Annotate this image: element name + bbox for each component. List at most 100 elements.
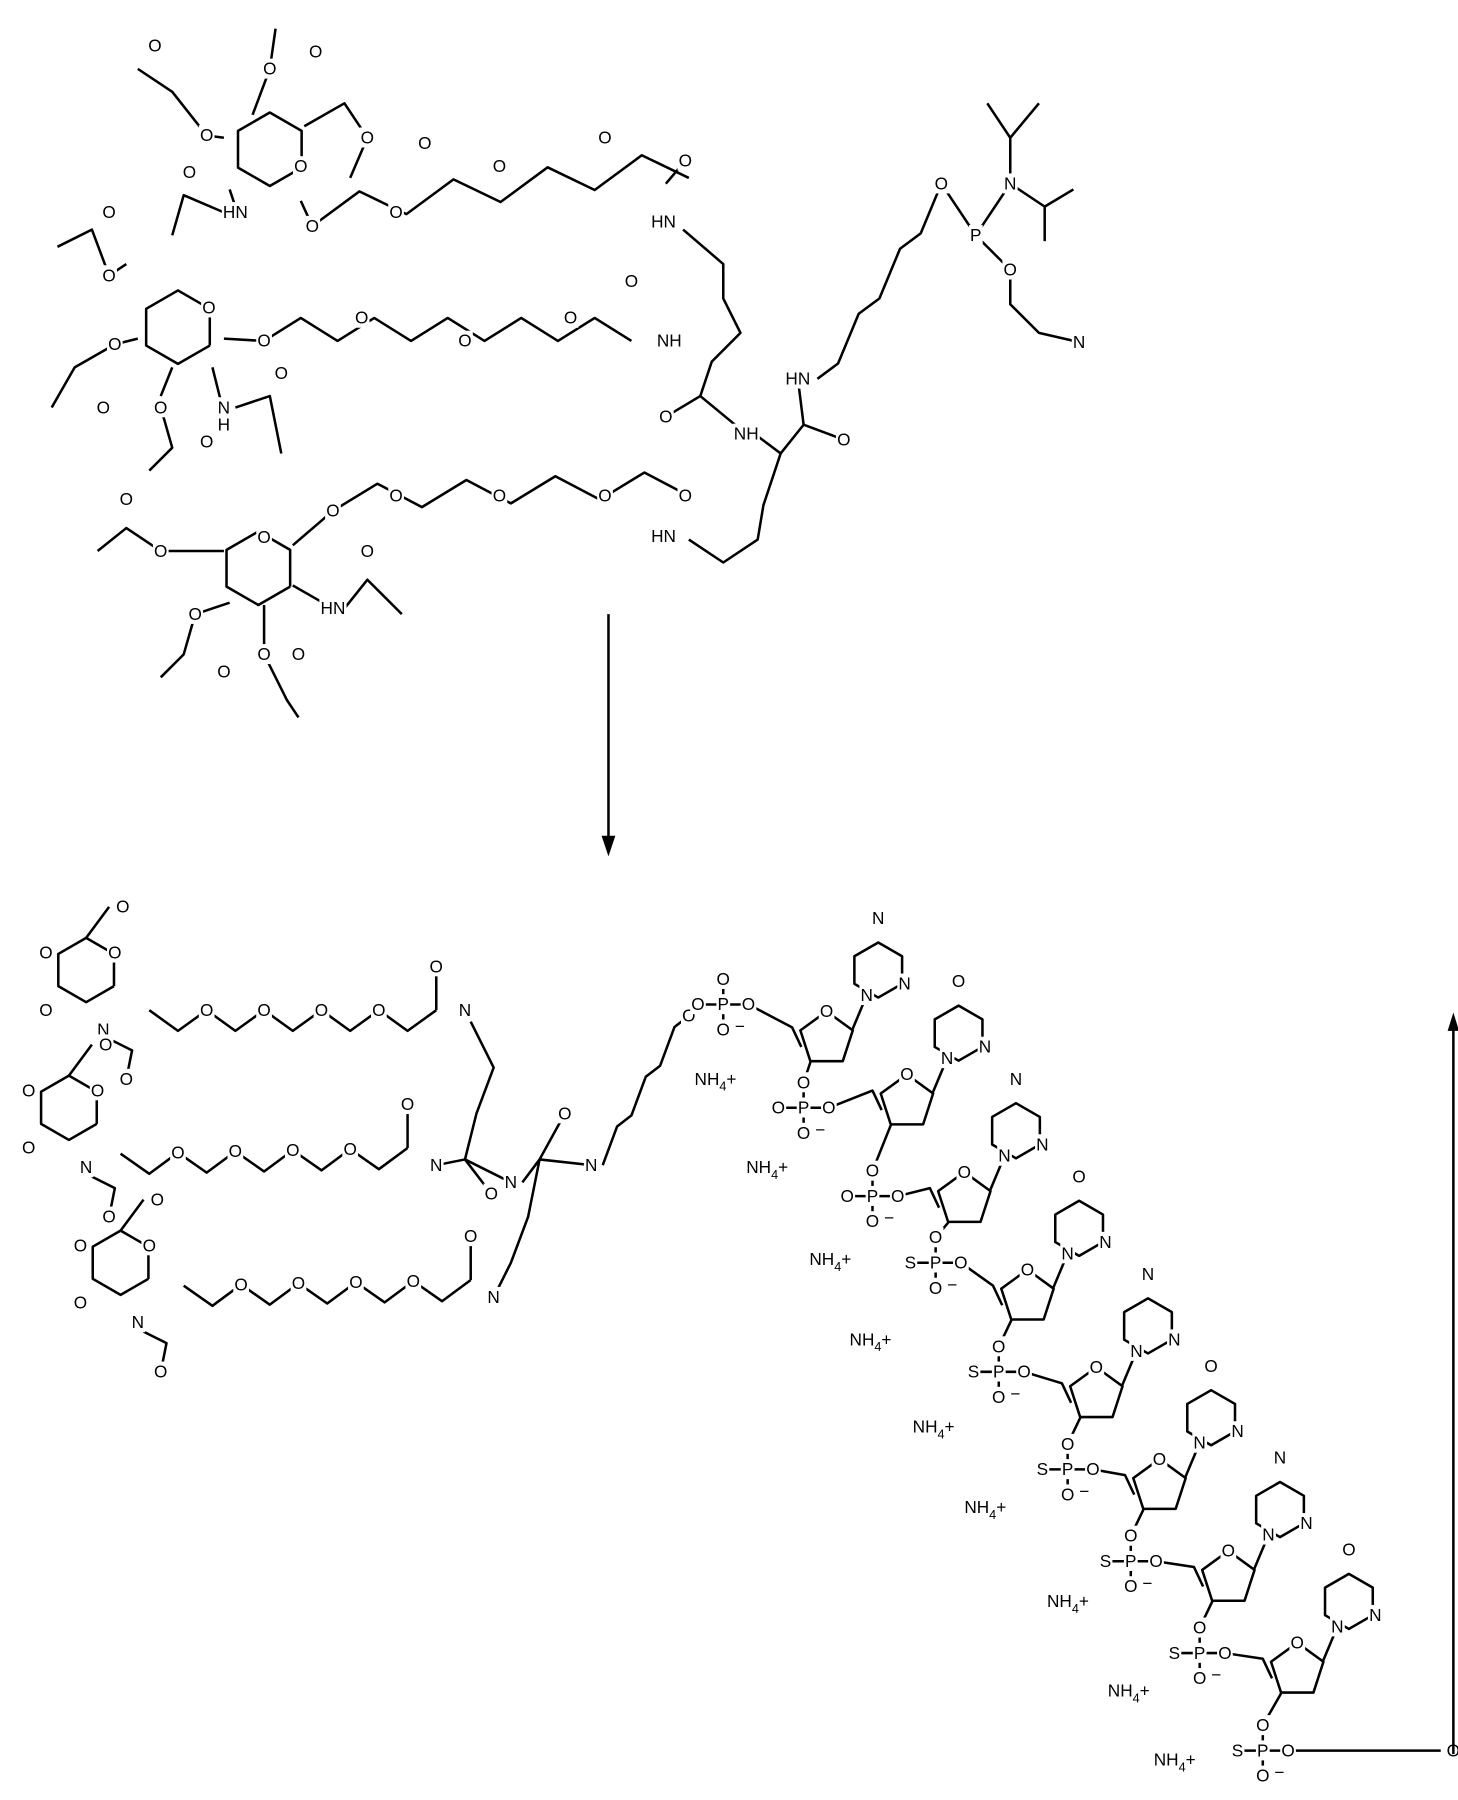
atom-symbol: P — [1257, 1740, 1268, 1760]
atom-label-o: O — [457, 331, 473, 351]
atom-label-o: O — [1020, 1259, 1036, 1279]
atom-symbol: O — [275, 363, 288, 383]
atom-label-o: O — [199, 1000, 215, 1020]
atom-symbol: O — [820, 1001, 833, 1021]
atom-label-o: O — [388, 202, 404, 222]
atom-symbol: O — [257, 1000, 270, 1020]
atom-symbol: S — [1232, 1740, 1243, 1760]
exocyclic-atom: O — [1071, 1166, 1087, 1186]
atom-label-o: O — [308, 41, 324, 61]
atom-symbol: N — [132, 1312, 144, 1332]
phosphate-oxygen: O — [1255, 1715, 1271, 1735]
atom-symbol: O — [361, 541, 374, 561]
atom-symbol: P — [798, 1098, 809, 1118]
atom-symbol: O — [717, 1019, 730, 1039]
atom-symbol: O — [1090, 1357, 1103, 1377]
phosphate-oxygen: O — [865, 1161, 881, 1181]
phosphate-oxygen: O — [953, 1252, 969, 1272]
cyanoethyl — [1010, 270, 1079, 342]
atom-label-o: O — [348, 1272, 364, 1292]
atom-label-n: N — [897, 974, 912, 994]
atom-symbol: N — [998, 1146, 1010, 1166]
ammonium-counterion: NH4+ — [809, 1249, 851, 1274]
atom-label-n: N — [130, 1312, 145, 1332]
phosphate-oxygen: O — [1085, 1459, 1101, 1479]
ammonium-counterion: NH4+ — [964, 1497, 1006, 1522]
atom-label-o: O — [1221, 1541, 1237, 1561]
atom-symbol: O — [679, 486, 692, 506]
phosphate-oxygen-anion: O — [1060, 1484, 1076, 1504]
atom-symbol: HN — [651, 211, 676, 231]
phosphate-oxygen: O — [821, 1098, 837, 1118]
exocyclic-atom: N — [1141, 1264, 1156, 1284]
phosphorus: P — [929, 1252, 943, 1272]
hydroxyl-oxygen: O — [21, 1138, 37, 1158]
ammonium-counterion: NH4+ — [1047, 1591, 1089, 1616]
atom-label-o: O — [256, 527, 272, 547]
negative-charge: − — [815, 1119, 825, 1139]
hydroxyl-oxygen: O — [73, 1293, 89, 1313]
atom-symbol: S — [968, 1362, 979, 1382]
atom-label-o: O — [342, 1139, 358, 1159]
atom-symbol: O — [822, 1098, 835, 1118]
atom-label-o: O — [141, 1235, 157, 1255]
peg-linker-4 — [149, 1010, 436, 1031]
atom-symbol: O — [1021, 1259, 1034, 1279]
negative-charge: − — [735, 1016, 745, 1036]
atom-symbol: O — [493, 486, 506, 506]
atom-symbol: N — [898, 974, 910, 994]
atom-label-o: O — [256, 1000, 272, 1020]
atom-symbol: O — [154, 397, 167, 417]
atom-symbol: O — [958, 1162, 971, 1182]
phosphate-oxygen-anion: O — [1192, 1668, 1208, 1688]
atom-label-n: N — [1072, 332, 1087, 352]
peg-linker-6 — [184, 1280, 471, 1306]
glycosidic-nitrogen: N — [1129, 1341, 1144, 1361]
atom-label-o: O — [101, 1207, 117, 1227]
hydroxyl-oxygen: O — [149, 1189, 165, 1209]
atom-symbol: O — [189, 604, 202, 624]
atom-symbol: P — [930, 1252, 941, 1272]
atom-label-o: O — [90, 1080, 106, 1100]
ammonium-counterion: NH4+ — [746, 1157, 788, 1182]
atom-label-o: O — [597, 486, 613, 506]
atom-symbol: O — [430, 956, 443, 976]
atom-symbol: HN — [785, 369, 810, 389]
cyclization-bracket — [1448, 1013, 1458, 1755]
atom-label-o: O — [304, 216, 320, 236]
counterion-layer: NH4+NH4+NH4+NH4+NH4+NH4+NH4+NH4+NH4+ — [695, 1069, 1196, 1774]
glycosidic-nitrogen: N — [859, 985, 874, 1005]
atom-label-o: O — [262, 59, 278, 79]
glycosidic-nitrogen: N — [1261, 1525, 1276, 1545]
atom-symbol: N — [941, 1048, 953, 1068]
atom-label-o: O — [836, 429, 852, 449]
atom-symbol: O — [263, 59, 276, 79]
atom-symbol: N — [1231, 1421, 1243, 1441]
atom-symbol: P — [718, 994, 729, 1014]
atom-symbol: N — [872, 908, 884, 928]
phosphate-oxygen-anion: O — [1255, 1766, 1271, 1786]
negative-charge: − — [1142, 1573, 1152, 1593]
phosphate-oxygen: O — [991, 1336, 1007, 1356]
phosphate-oxygen: O — [839, 1186, 855, 1206]
atom-symbol: O — [217, 661, 230, 681]
atom-label-hn: HN — [222, 202, 249, 222]
atom-symbol: O — [1017, 1362, 1030, 1382]
atom-symbol: N — [1142, 1264, 1154, 1284]
atom-symbol: O — [99, 1034, 112, 1054]
atom-symbol: N — [979, 1037, 991, 1057]
negative-charge: − — [1010, 1383, 1020, 1403]
atom-symbol: O — [143, 1235, 156, 1255]
hydroxyl-oxygen: O — [38, 943, 54, 963]
atom-label-o: O — [371, 1000, 387, 1020]
atom-symbol: P — [1125, 1551, 1136, 1571]
atom-symbol: O — [22, 1138, 35, 1158]
atom-symbol: O — [286, 1140, 299, 1160]
atom-label-o: O — [107, 943, 123, 963]
atom-label-n: N — [79, 1157, 94, 1177]
atom-label-o: O — [360, 127, 376, 147]
atom-symbol: O — [74, 1235, 87, 1255]
atom-label-o: O — [1002, 260, 1018, 280]
hydroxyl-oxygen: O — [21, 1080, 37, 1100]
phosphate-oxygen: O — [690, 994, 706, 1014]
